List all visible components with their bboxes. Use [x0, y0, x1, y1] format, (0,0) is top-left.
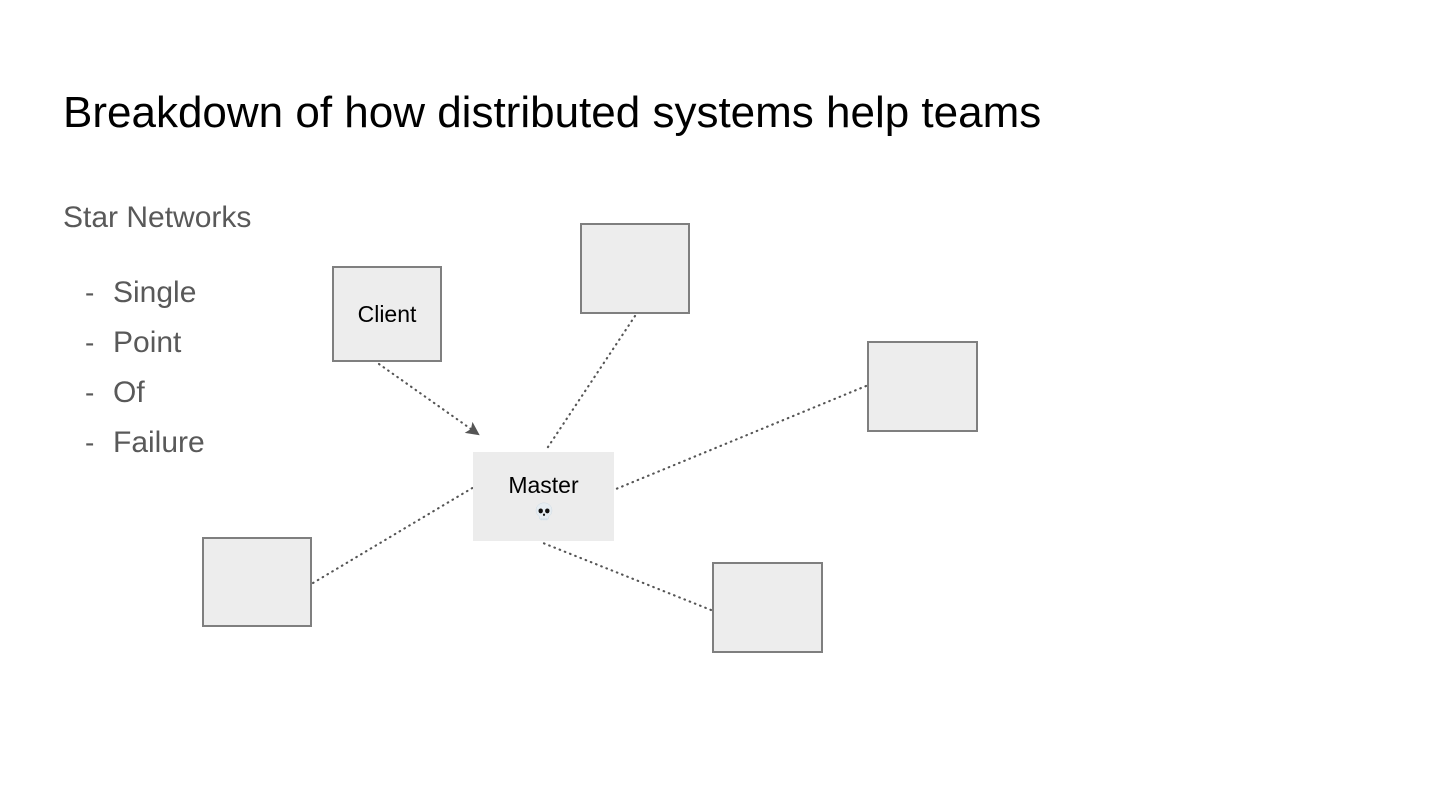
- node-master[interactable]: Master: [473, 452, 614, 541]
- node-bottom-left[interactable]: [202, 537, 312, 627]
- section-subheading: Star Networks: [63, 201, 252, 234]
- skull-icon: [533, 501, 555, 523]
- node-right[interactable]: [867, 341, 978, 432]
- bullet-list: - Single - Point - Of - Failure: [63, 268, 363, 468]
- list-item: - Failure: [63, 418, 363, 468]
- bullet-label: Point: [113, 326, 182, 359]
- node-bottom-right[interactable]: [712, 562, 823, 653]
- bullet-dash: -: [85, 327, 95, 358]
- edge-bottomleft-master: [311, 485, 476, 585]
- list-item: - Of: [63, 368, 363, 418]
- edge-bottomright-master: [541, 541, 713, 612]
- bullet-dash: -: [85, 427, 95, 458]
- page-title: Breakdown of how distributed systems hel…: [63, 88, 1042, 137]
- edge-top-master: [544, 314, 637, 452]
- list-item: - Point: [63, 318, 363, 368]
- node-master-label: Master: [508, 471, 579, 498]
- edge-client-master: [377, 362, 480, 436]
- bullet-dash: -: [85, 377, 95, 408]
- edge-right-master: [614, 384, 868, 491]
- bullet-dash: -: [85, 277, 95, 308]
- bullet-label: Single: [113, 276, 197, 309]
- node-client-label: Client: [357, 301, 417, 327]
- bullet-label: Failure: [113, 426, 205, 459]
- node-top[interactable]: [580, 223, 690, 314]
- bullet-label: Of: [113, 376, 145, 409]
- list-item: - Single: [63, 268, 363, 318]
